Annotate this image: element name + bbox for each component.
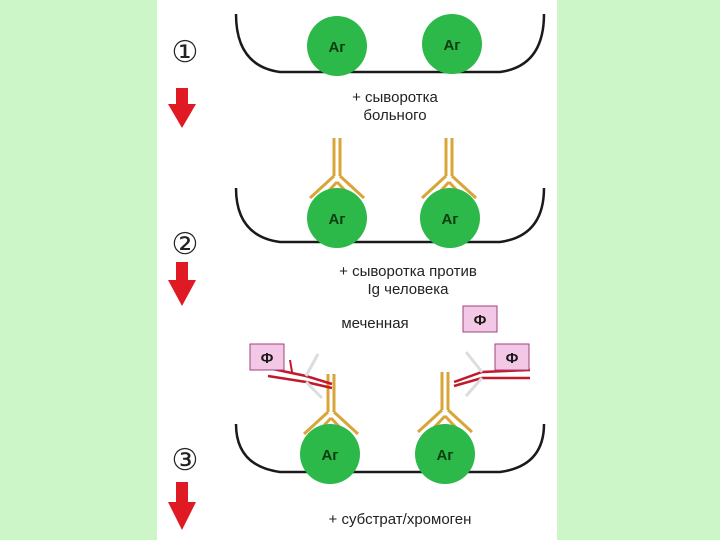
antigen-3a: Аг bbox=[300, 424, 360, 484]
well-2 bbox=[234, 187, 546, 244]
reagent-3-line1: + субстрат/хромоген bbox=[329, 511, 472, 528]
step-3-arrow bbox=[168, 482, 196, 530]
reagent-2-line1: + сыворотка против bbox=[339, 263, 477, 280]
svg-text:Ф: Ф bbox=[261, 350, 274, 367]
svg-text:Ф: Ф bbox=[474, 312, 487, 329]
antigen-2b: Аг bbox=[420, 188, 480, 248]
svg-text:Ф: Ф bbox=[506, 350, 519, 367]
step-2-number: ② bbox=[172, 228, 199, 261]
well-3 bbox=[234, 423, 546, 474]
step-1-number: ① bbox=[172, 36, 199, 69]
secondary-antibody-3b bbox=[453, 351, 531, 397]
step-1-arrow bbox=[168, 88, 196, 128]
enzyme-box-3a: Ф bbox=[249, 343, 285, 371]
antigen-1b: Аг bbox=[422, 14, 482, 74]
labeled-note: меченная bbox=[341, 315, 408, 332]
svg-text:Аг: Аг bbox=[443, 37, 460, 54]
secondary-antibody-3a bbox=[267, 353, 333, 400]
svg-text:Аг: Аг bbox=[328, 39, 345, 56]
antigen-1a: Аг bbox=[307, 16, 367, 76]
reagent-2-line2: Ig человека bbox=[368, 281, 450, 298]
antigen-2a: Аг bbox=[307, 188, 367, 248]
step-1: ① Аг Аг + сыворотка больного bbox=[168, 13, 546, 128]
svg-text:Аг: Аг bbox=[436, 447, 453, 464]
antigen-3b: Аг bbox=[415, 424, 475, 484]
step-3-number: ③ bbox=[172, 444, 199, 477]
enzyme-legend-box: Ф bbox=[462, 305, 498, 333]
step-2: ② Аг Аг + сыворотка против Ig человека м… bbox=[168, 136, 546, 333]
step-2-arrow bbox=[168, 262, 196, 306]
reagent-1-line2: больного bbox=[363, 107, 426, 124]
well-1 bbox=[234, 13, 546, 74]
reagent-1-line1: + сыворотка bbox=[352, 89, 438, 106]
svg-text:Аг: Аг bbox=[441, 211, 458, 228]
step-3: ③ Ф Аг bbox=[168, 343, 546, 530]
svg-text:Аг: Аг bbox=[321, 447, 338, 464]
svg-text:Аг: Аг bbox=[328, 211, 345, 228]
enzyme-box-3b: Ф bbox=[494, 343, 530, 371]
